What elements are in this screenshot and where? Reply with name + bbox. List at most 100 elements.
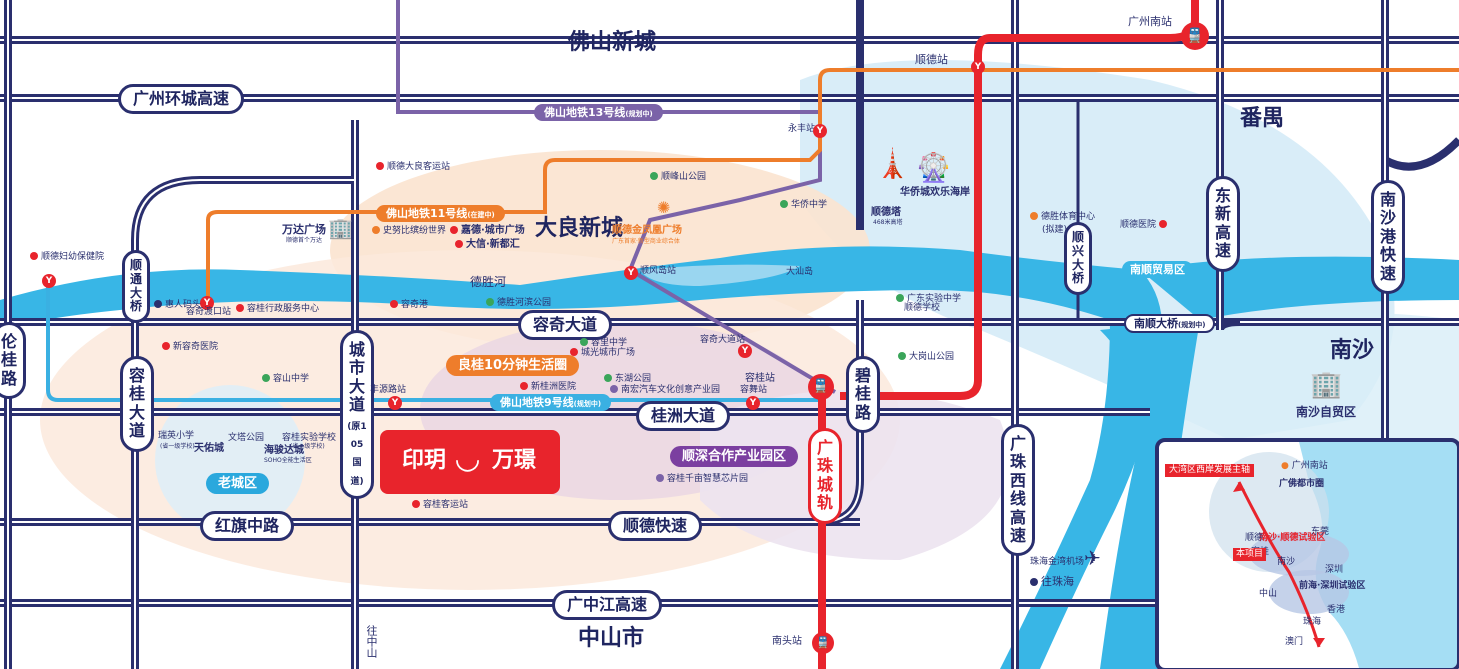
poi-sports-center-note: (拟建) bbox=[1042, 225, 1068, 235]
poi-rongshan-middle: 容山中学 bbox=[262, 374, 309, 384]
inset-gz-metro: 广佛都市圈 bbox=[1279, 479, 1325, 489]
metro-line-13-label: 佛山地铁13号线(规划中) bbox=[534, 104, 663, 121]
poi-to-zhuhai: 往珠海 bbox=[1030, 576, 1074, 587]
poi-guangdong-school2: 顺德学校 bbox=[904, 303, 941, 313]
poi-wanda: 万达广场 bbox=[282, 223, 326, 236]
region-old-town bbox=[155, 385, 305, 535]
poi-nansha-ftz: 南沙自贸区 bbox=[1296, 405, 1357, 419]
train-icon: 🚆 bbox=[812, 632, 834, 654]
road-guizhou-avenue: 桂洲大道 bbox=[636, 401, 731, 431]
poi-ocean-park: 华侨城欢乐海岸 bbox=[900, 187, 970, 198]
road-ronggui-avenue: 容桂大道 bbox=[120, 356, 154, 452]
project-logo-icon: ◡ bbox=[456, 441, 480, 476]
station-nantou: 南头站 bbox=[772, 636, 802, 647]
poi-shigang: 史努比缤纷世界 bbox=[372, 226, 446, 236]
project-badge[interactable]: 印玥 ◡ 万璟 bbox=[380, 430, 560, 494]
area-zhongshan: 中山市 bbox=[578, 626, 645, 651]
inset-project: 本项目 bbox=[1233, 548, 1267, 561]
poi-shunde-hospital: 顺德医院 bbox=[1120, 220, 1170, 230]
poi-fenghuang: 顺德金凤凰广场 bbox=[612, 225, 682, 236]
road-lun-gui: 伦桂路 bbox=[0, 322, 26, 400]
poi-desheng-river: 德胜河 bbox=[470, 275, 507, 289]
metro-icon: Y bbox=[42, 274, 56, 288]
station-guangzhou-south: 广州南站 bbox=[1128, 15, 1172, 28]
inset-dongguan: 东莞 bbox=[1311, 527, 1330, 537]
station-shunde: 顺德站 bbox=[915, 53, 948, 66]
poi-xinguizhou-hospital: 新桂洲医院 bbox=[520, 382, 576, 392]
poi-dagangshan-park: 大岗山公园 bbox=[898, 352, 954, 362]
metro-line-13 bbox=[396, 0, 837, 394]
road-shunde-expressway: 顺德快速 bbox=[608, 511, 703, 541]
river-lion bbox=[1100, 320, 1200, 669]
poi-women-hospital: 顺德妇幼保健院 bbox=[30, 252, 104, 262]
road-shunxing-bridge: 顺兴大桥 bbox=[1064, 222, 1092, 296]
building-icon: 🏢 bbox=[328, 216, 353, 240]
station-ronggui: 容桂站 bbox=[745, 373, 775, 384]
metro-icon: Y bbox=[738, 344, 752, 358]
poi-daliang-bus: 顺德大良客运站 bbox=[376, 162, 450, 172]
metro-line-9 bbox=[46, 282, 822, 402]
zone-shunshen-park: 顺深合作产业园区 bbox=[670, 446, 799, 467]
poi-shuifeng-park: 顺峰山公园 bbox=[650, 172, 706, 182]
road-dongxin: 东新高速 bbox=[1206, 176, 1240, 272]
station-rongqi-avenue: 容奇大道站 bbox=[700, 335, 746, 345]
poi-huiren-dock: 惠人码头 bbox=[154, 300, 201, 310]
inset-map: 大湾区西岸发展主轴 ● 广州南站 广佛都市圈 南沙·顺德试验区 东莞 顺德 南沙… bbox=[1155, 438, 1459, 669]
poi-chip-park: 容桂千亩智慧芯片园 bbox=[656, 474, 748, 484]
building-icon: 🏢 bbox=[1310, 370, 1343, 400]
poi-wanda-note: 顺德首个万达 bbox=[286, 237, 323, 244]
metro-icon: Y bbox=[813, 124, 827, 138]
road-to-zhongshan: 往中山 bbox=[365, 625, 378, 658]
poi-rongqi-port: 容奇港 bbox=[390, 300, 428, 310]
inset-zhuhai: 珠海 bbox=[1303, 617, 1322, 627]
inset-nansha: 南沙 bbox=[1277, 557, 1296, 567]
poi-rongqi-hospital: 新容奇医院 bbox=[162, 342, 218, 352]
poi-sports-center: 德胜体育中心 bbox=[1030, 212, 1095, 222]
poi-dajiu-island: 大汕岛 bbox=[786, 267, 814, 277]
poi-haijun-note: SOHO全能生活区 bbox=[264, 457, 312, 464]
area-foshan-new-city: 佛山新城 bbox=[568, 30, 657, 55]
poi-ruifeng-note: (省一级学校) bbox=[160, 443, 195, 450]
road-rongqi-avenue: 容奇大道 bbox=[518, 310, 613, 340]
project-name-right: 万璟 bbox=[492, 448, 537, 473]
inset-shenzhen-zone: 前海·深圳试验区 bbox=[1299, 581, 1366, 591]
metro-line-9-label: 佛山地铁9号线(规划中) bbox=[490, 394, 612, 411]
inset-trial-zone: 南沙·顺德试验区 bbox=[1259, 533, 1326, 543]
station-shunfeng-island: 顺风岛站 bbox=[640, 266, 677, 276]
river-desheng bbox=[0, 246, 1163, 669]
road-shuntong-bridge: 顺通大桥 bbox=[122, 250, 150, 324]
road-guangzhu-west: 广珠西线高速 bbox=[1001, 424, 1035, 557]
poi-nanshun-trade: 南顺贸易区 bbox=[1122, 261, 1193, 278]
road-hongqi: 红旗中路 bbox=[200, 511, 295, 541]
inset-shenzhen: 深圳 bbox=[1325, 565, 1344, 575]
inset-canvas bbox=[1209, 442, 1457, 668]
poi-fenghuang-note: 广东首家·新型商业综合体 bbox=[612, 238, 680, 245]
poi-city-plaza: 城光城市广场 bbox=[570, 348, 635, 358]
poi-ronggui-admin: 容桂行政服务中心 bbox=[236, 304, 319, 314]
train-icon: 🚆 bbox=[1181, 22, 1209, 50]
station-rongqi-port: 容奇渡口站 bbox=[186, 307, 232, 317]
poi-ronggui-exp-note: (省一级学校) bbox=[290, 443, 325, 450]
inset-guangzhou-south: ● 广州南站 bbox=[1281, 461, 1328, 471]
poi-ronggui-middle: 容里中学 bbox=[580, 338, 627, 348]
poi-tianyou: 天佑城 bbox=[194, 443, 224, 454]
poi-ruifeng-school: 瑞英小学 bbox=[158, 431, 195, 441]
metro-icon: Y bbox=[624, 266, 638, 280]
poi-shunde-tower: 顺德塔 bbox=[871, 207, 901, 218]
poi-donghu-park: 东湖公园 bbox=[604, 374, 651, 384]
inset-bay-label: 大湾区西岸发展主轴 bbox=[1165, 464, 1255, 477]
train-icon: 🚆 bbox=[808, 374, 834, 400]
phoenix-icon: ✺ bbox=[657, 198, 671, 217]
poi-wenta-park: 文塔公园 bbox=[228, 433, 265, 443]
metro-icon: Y bbox=[971, 60, 985, 74]
station-yongfeng: 永丰站 bbox=[788, 124, 816, 134]
poi-shunde-tower-note: 468米高塔 bbox=[873, 219, 903, 226]
metro-icon: Y bbox=[200, 296, 214, 310]
inset-zhongshan: 中山 bbox=[1259, 589, 1278, 599]
road-nanshun-bridge: 南顺大桥(规划中) bbox=[1124, 314, 1216, 333]
metro-line-11 bbox=[206, 68, 1459, 305]
poi-ronggui-bus: 容桂客运站 bbox=[412, 500, 468, 510]
road-guangzhou-ring: 广州环城高速 bbox=[118, 84, 245, 114]
